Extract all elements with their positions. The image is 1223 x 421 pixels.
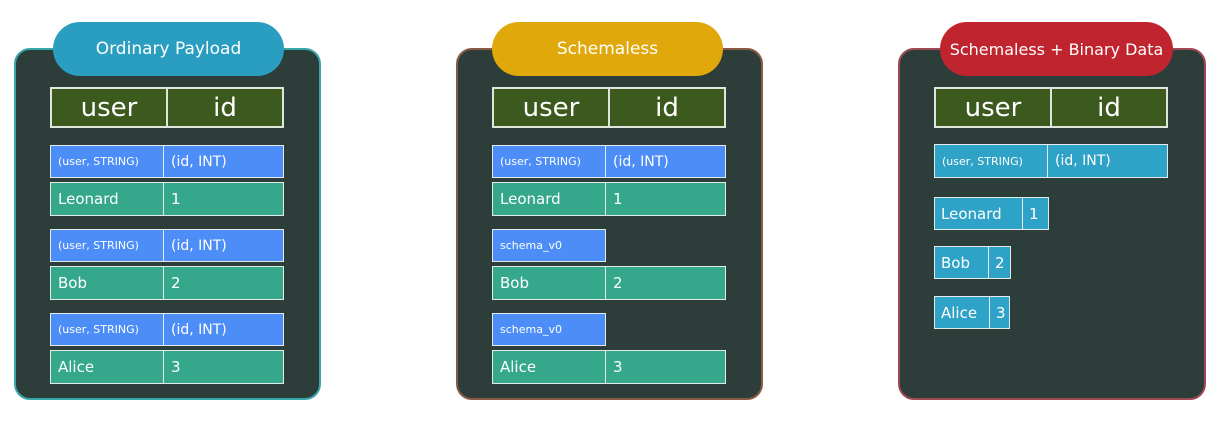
header-row: user id bbox=[934, 87, 1168, 128]
header-row: user id bbox=[50, 87, 284, 128]
value-id: 3 bbox=[164, 350, 284, 384]
header-user: user bbox=[522, 92, 580, 123]
key-user: (user, STRING) bbox=[50, 229, 164, 262]
key-row: (user, STRING) (id, INT) bbox=[934, 144, 1168, 178]
key-user: (user, STRING) bbox=[50, 145, 164, 178]
title-schemaless-binary: Schemaless + Binary Data bbox=[940, 22, 1173, 76]
value-row: Bob 2 bbox=[492, 266, 726, 300]
key-id: (id, INT) bbox=[164, 313, 284, 346]
value-row: Bob 2 bbox=[50, 266, 284, 300]
value-user: Alice bbox=[50, 350, 164, 384]
header-user: user bbox=[964, 92, 1022, 123]
title-ordinary-payload: Ordinary Payload bbox=[53, 22, 284, 76]
key-id: (id, INT) bbox=[164, 229, 284, 262]
title-schemaless: Schemaless bbox=[492, 22, 723, 76]
key-user: (user, STRING) bbox=[50, 313, 164, 346]
binary-id: 1 bbox=[1023, 197, 1049, 230]
key-user: (user, STRING) bbox=[492, 145, 606, 178]
schema-tag: schema_v0 bbox=[492, 313, 606, 346]
value-row: Leonard 1 bbox=[50, 182, 284, 216]
binary-record: Bob 2 bbox=[934, 246, 1011, 279]
binary-record: Alice 3 bbox=[934, 296, 1010, 329]
key-id: (id, INT) bbox=[1048, 144, 1168, 178]
key-id: (id, INT) bbox=[606, 145, 726, 178]
schema-tag: schema_v0 bbox=[492, 229, 606, 262]
value-row: Alice 3 bbox=[50, 350, 284, 384]
value-id: 1 bbox=[164, 182, 284, 216]
binary-user: Bob bbox=[934, 246, 989, 279]
schema-row: schema_v0 bbox=[492, 229, 606, 262]
key-row: (user, STRING) (id, INT) bbox=[50, 145, 284, 178]
value-id: 2 bbox=[606, 266, 726, 300]
binary-user: Leonard bbox=[934, 197, 1023, 230]
key-id: (id, INT) bbox=[164, 145, 284, 178]
binary-id: 3 bbox=[990, 296, 1010, 329]
header-id: id bbox=[608, 89, 724, 126]
key-row: (user, STRING) (id, INT) bbox=[50, 313, 284, 346]
key-row: (user, STRING) (id, INT) bbox=[50, 229, 284, 262]
value-user: Bob bbox=[492, 266, 606, 300]
header-id: id bbox=[1050, 89, 1166, 126]
value-id: 3 bbox=[606, 350, 726, 384]
key-row: (user, STRING) (id, INT) bbox=[492, 145, 726, 178]
header-row: user id bbox=[492, 87, 726, 128]
value-user: Bob bbox=[50, 266, 164, 300]
key-user: (user, STRING) bbox=[934, 144, 1048, 178]
schema-row: schema_v0 bbox=[492, 313, 606, 346]
binary-id: 2 bbox=[989, 246, 1011, 279]
value-user: Alice bbox=[492, 350, 606, 384]
binary-user: Alice bbox=[934, 296, 990, 329]
value-user: Leonard bbox=[492, 182, 606, 216]
header-user: user bbox=[80, 92, 138, 123]
value-user: Leonard bbox=[50, 182, 164, 216]
value-row: Alice 3 bbox=[492, 350, 726, 384]
value-row: Leonard 1 bbox=[492, 182, 726, 216]
header-id: id bbox=[166, 89, 282, 126]
value-id: 1 bbox=[606, 182, 726, 216]
value-id: 2 bbox=[164, 266, 284, 300]
binary-record: Leonard 1 bbox=[934, 197, 1049, 230]
